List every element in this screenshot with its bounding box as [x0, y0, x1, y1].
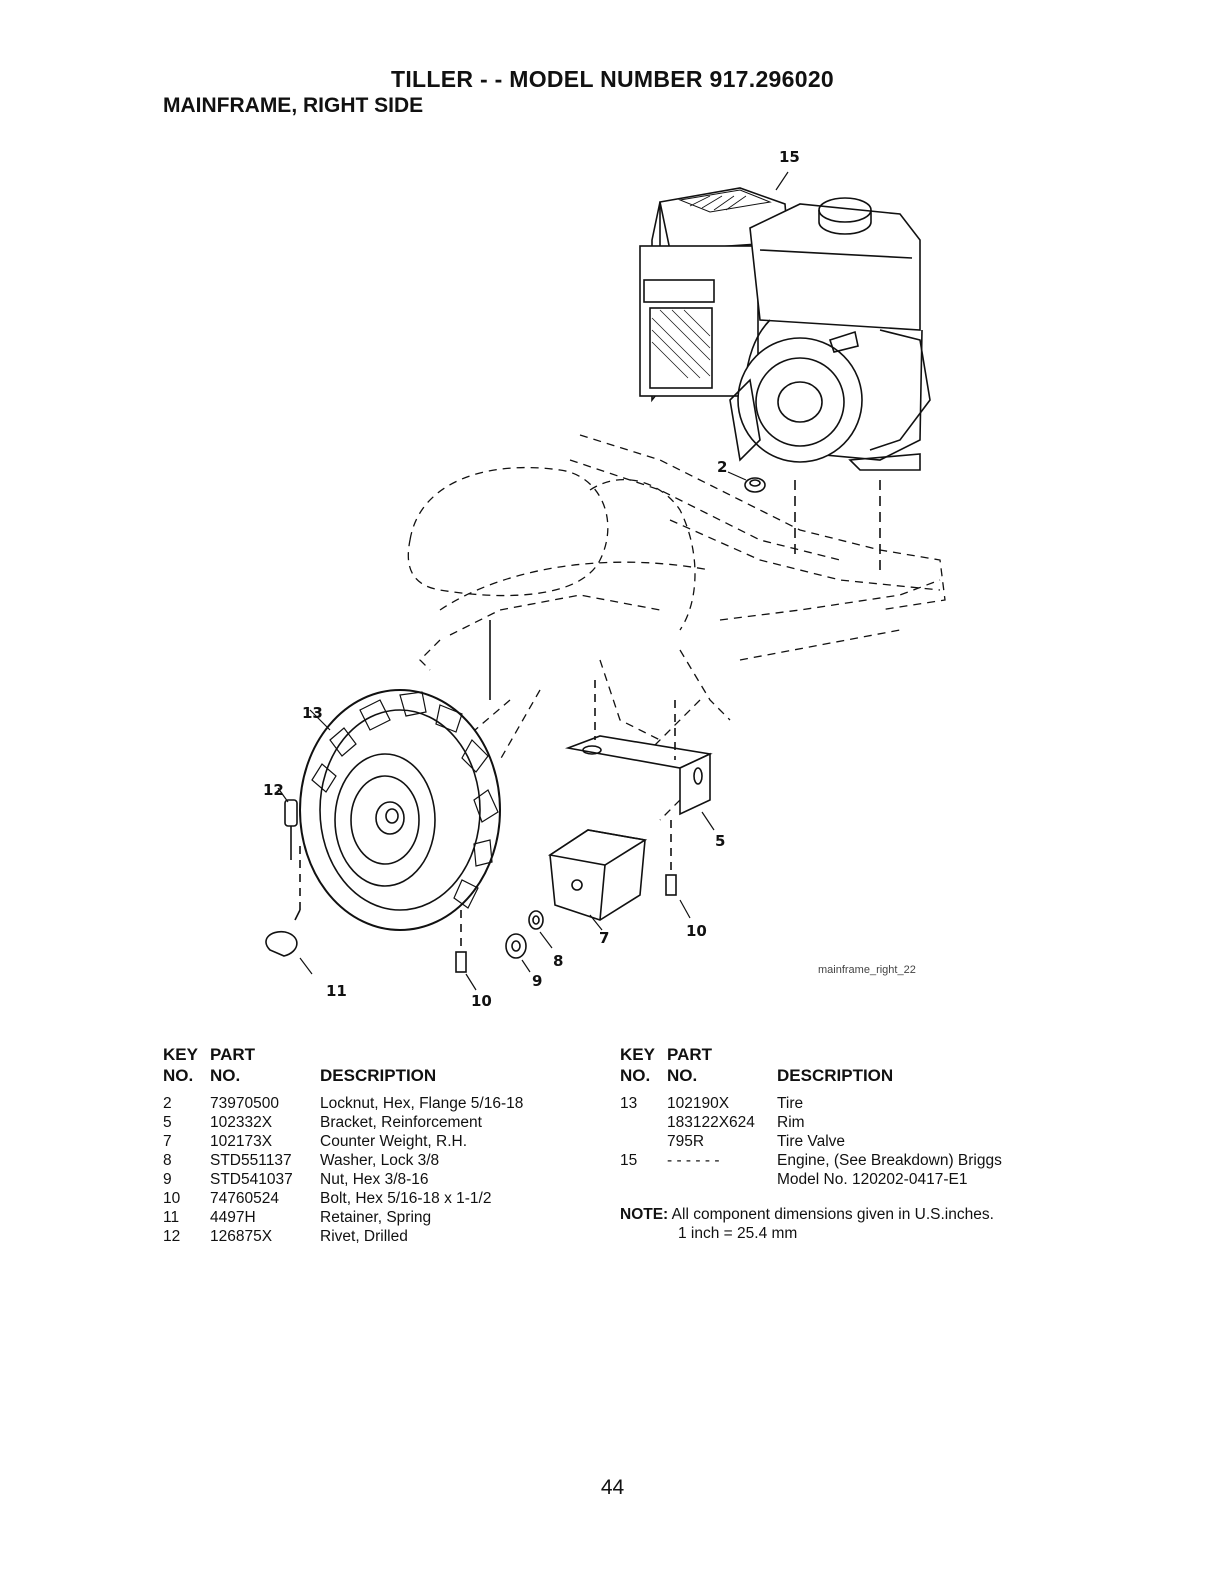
- callout-2: 2: [717, 458, 728, 476]
- description: Locknut, Hex, Flange 5/16-18: [320, 1095, 524, 1112]
- key-no: [620, 1132, 667, 1151]
- description: Rivet, Drilled: [320, 1228, 408, 1245]
- header-no: NO.: [620, 1066, 651, 1085]
- callout-12: 12: [263, 781, 284, 799]
- key-no: 7: [163, 1133, 172, 1150]
- callout-5: 5: [715, 832, 726, 850]
- table-row: 10 74760524 Bolt, Hex 5/16-18 x 1-1/2: [163, 1189, 583, 1208]
- table-row: 11 4497H Retainer, Spring: [163, 1208, 583, 1227]
- description: Model No. 120202-0417-E1: [777, 1171, 968, 1188]
- parts-list-left: KEY PART NO. NO. DESCRIPTION 2 73970500 Lo…: [163, 1044, 583, 1246]
- key-no: 9: [163, 1171, 172, 1188]
- table-row: 7 102173X Counter Weight, R.H.: [163, 1132, 583, 1151]
- bolt-illustration: [455, 820, 677, 973]
- table-row: 2 73970500 Locknut, Hex, Flange 5/16-18: [163, 1094, 583, 1113]
- key-no: [620, 1170, 667, 1189]
- tire-illustration: [299, 689, 501, 931]
- key-no: 10: [163, 1190, 181, 1207]
- part-no: 102173X: [210, 1133, 273, 1150]
- section-subtitle: MAINFRAME, RIGHT SIDE: [163, 94, 424, 117]
- description: Bracket, Reinforcement: [320, 1114, 482, 1131]
- header-description: DESCRIPTION: [320, 1066, 437, 1085]
- description: Tire: [777, 1095, 804, 1112]
- key-no: 13: [620, 1095, 638, 1112]
- header-no: NO.: [163, 1066, 194, 1085]
- header-key: KEY: [163, 1045, 198, 1064]
- note-line-2: 1 inch = 25.4 mm: [678, 1225, 798, 1242]
- header-key: KEY: [620, 1045, 655, 1064]
- callout-8: 8: [553, 952, 564, 970]
- table-row: 13 102190X Tire: [620, 1094, 1080, 1113]
- callout-13: 13: [302, 704, 323, 722]
- locknut-illustration: [744, 477, 766, 493]
- part-no: 102332X: [210, 1114, 273, 1131]
- header-part: PART: [210, 1045, 256, 1064]
- engine-illustration: [639, 187, 931, 471]
- parts-diagram: [265, 171, 946, 991]
- part-no: STD541037: [210, 1171, 293, 1188]
- part-no: 126875X: [210, 1228, 273, 1245]
- note-label: NOTE:: [620, 1206, 669, 1223]
- description: Retainer, Spring: [320, 1209, 432, 1226]
- part-no: STD551137: [210, 1152, 292, 1169]
- callout-10-right: 10: [686, 922, 707, 940]
- description: Tire Valve: [777, 1133, 846, 1150]
- callout-15: 15: [779, 148, 800, 166]
- table-row: 8 STD551137 Washer, Lock 3/8: [163, 1151, 583, 1170]
- part-no: 183122X624: [667, 1114, 755, 1131]
- image-label: mainframe_right_22: [818, 964, 916, 976]
- table-header-row-2: NO. NO. DESCRIPTION: [620, 1065, 1080, 1086]
- note-line-1: All component dimensions given in U.S.in…: [671, 1206, 994, 1223]
- description: Counter Weight, R.H.: [320, 1133, 468, 1150]
- table-row: 183122X624 Rim: [620, 1113, 1080, 1132]
- callout-10-left: 10: [471, 992, 492, 1010]
- retainer-illustration: [265, 840, 301, 957]
- note-block: NOTE: All component dimensions given in …: [620, 1205, 1080, 1243]
- table-header-row-1: KEY PART: [163, 1044, 583, 1065]
- description: Bolt, Hex 5/16-18 x 1-1/2: [320, 1190, 492, 1207]
- header-part-no: NO.: [210, 1066, 241, 1085]
- counterweight-illustration: [547, 829, 648, 921]
- key-no: 2: [163, 1095, 172, 1112]
- table-row: 5 102332X Bracket, Reinforcement: [163, 1113, 583, 1132]
- key-no: 5: [163, 1114, 172, 1131]
- rivet-illustration: [284, 799, 298, 860]
- page-number: 44: [600, 1476, 625, 1499]
- header-part: PART: [667, 1045, 713, 1064]
- table-row: Model No. 120202-0417-E1: [620, 1170, 1080, 1189]
- bracket-illustration: [564, 680, 713, 816]
- table-header-row-2: NO. NO. DESCRIPTION: [163, 1065, 583, 1086]
- part-no: 4497H: [210, 1209, 256, 1226]
- table-row: 795R Tire Valve: [620, 1132, 1080, 1151]
- part-no: 102190X: [667, 1095, 730, 1112]
- description: Engine, (See Breakdown) Briggs: [777, 1152, 1002, 1169]
- description: Washer, Lock 3/8: [320, 1152, 440, 1169]
- description: Nut, Hex 3/8-16: [320, 1171, 429, 1188]
- table-row: 12 126875X Rivet, Drilled: [163, 1227, 583, 1246]
- part-no: 73970500: [210, 1095, 279, 1112]
- parts-list-right: KEY PART NO. NO. DESCRIPTION 13 102190X Ti…: [620, 1044, 1080, 1243]
- part-no: - - - - - -: [667, 1152, 720, 1169]
- description: Rim: [777, 1114, 805, 1131]
- callout-7: 7: [599, 929, 610, 947]
- table-header-row-1: KEY PART: [620, 1044, 1080, 1065]
- part-no: 795R: [667, 1133, 705, 1150]
- key-no: 15: [620, 1152, 638, 1169]
- table-row: 9 STD541037 Nut, Hex 3/8-16: [163, 1170, 583, 1189]
- callout-11: 11: [326, 982, 347, 1000]
- table-row: 15 - - - - - - Engine, (See Breakdown) Bri…: [620, 1151, 1080, 1170]
- part-no: [667, 1170, 777, 1189]
- key-no: [620, 1113, 667, 1132]
- header-description: DESCRIPTION: [777, 1066, 894, 1085]
- part-no: 74760524: [210, 1190, 279, 1207]
- callout-9: 9: [532, 972, 543, 990]
- header-part-no: NO.: [667, 1066, 698, 1085]
- page-title: TILLER - - MODEL NUMBER 917.296020: [390, 66, 835, 92]
- key-no: 8: [163, 1152, 172, 1169]
- key-no: 11: [163, 1209, 180, 1226]
- key-no: 12: [163, 1228, 181, 1245]
